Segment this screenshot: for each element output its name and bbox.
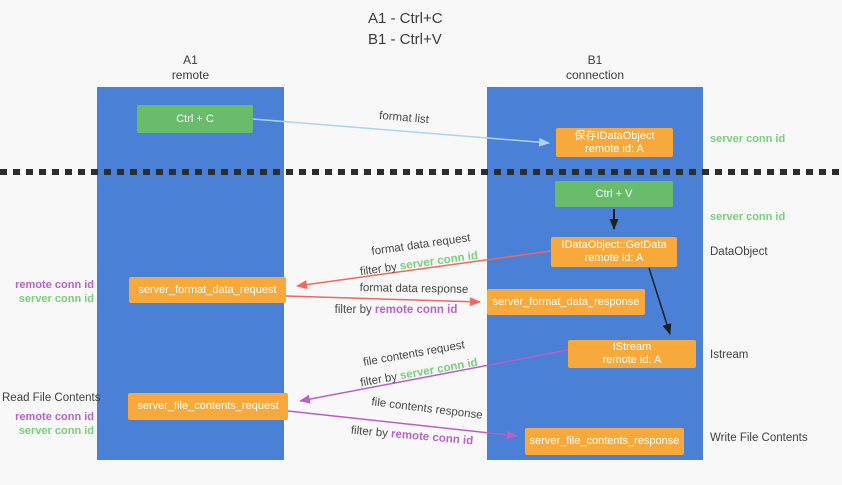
label-file-contents-response: file contents response — [370, 396, 484, 422]
phase-divider-dotted-line — [0, 169, 842, 175]
filter-key-remote-conn-id: remote conn id — [374, 304, 458, 316]
server-file-contents-request-step: server_file_contents_request — [128, 393, 288, 420]
title-line-2: B1 - Ctrl+V — [368, 31, 442, 48]
left-label-remote-conn-id-2: remote conn id — [15, 411, 94, 423]
server-format-data-response-label: server_format_data_response — [492, 295, 640, 308]
filter-prefix: filter by — [359, 260, 401, 279]
filter-prefix: filter by — [359, 370, 402, 390]
server-format-data-request-step: server_format_data_request — [129, 277, 286, 303]
server-file-contents-request-label: server_file_contents_request — [137, 400, 279, 412]
column-a-name: A1 — [183, 53, 198, 67]
server-format-data-request-label: server_format_data_request — [138, 283, 277, 296]
right-label-server-conn-id-top: server conn id — [710, 133, 786, 145]
column-b-header: B1 connection — [487, 53, 703, 83]
label-format-list: format list — [378, 109, 430, 127]
ctrl-v-label: Ctrl + V — [595, 187, 633, 200]
column-a-subtitle: remote — [171, 68, 210, 82]
arrow-format-data-response — [285, 295, 481, 307]
right-label-write-file-contents: Write File Contents — [710, 432, 808, 444]
left-label-read-file-contents: Read File Contents — [2, 392, 101, 404]
idataobject-getdata-line2: remote id: A — [584, 252, 644, 264]
save-idataobject-line2: remote id: A — [585, 142, 644, 155]
label-file-contents-response-filter: filter by remote conn id — [350, 425, 473, 448]
right-label-dataobject: DataObject — [710, 246, 768, 258]
istream-line1: IStream — [612, 341, 652, 353]
save-idataobject-step: 保存IDataObject remote id: A — [556, 128, 673, 157]
diagram-title: A1 - Ctrl+C B1 - Ctrl+V — [368, 8, 443, 50]
left-label-server-conn-id-2: server conn id — [18, 425, 94, 437]
label-format-data-response: format data response — [359, 282, 469, 296]
column-a-header: A1 remote — [97, 53, 284, 83]
filter-prefix: filter by — [334, 304, 375, 316]
title-line-1: A1 - Ctrl+C — [368, 10, 443, 27]
right-label-server-conn-id-mid: server conn id — [710, 211, 786, 223]
column-b-name: B1 — [587, 53, 603, 67]
filter-key-remote-conn-id: remote conn id — [390, 428, 474, 448]
istream-step: IStream remote id: A — [568, 340, 696, 368]
filter-key-server-conn-id: server conn id — [399, 249, 479, 273]
server-format-data-response-step: server_format_data_response — [487, 289, 645, 315]
idataobject-getdata-step: IDataObject::GetData remote id: A — [551, 237, 677, 267]
ctrl-c-step: Ctrl + C — [137, 105, 253, 133]
server-file-contents-response-label: server_file_contents_response — [529, 435, 680, 447]
ctrl-v-step: Ctrl + V — [555, 181, 673, 207]
istream-line2: remote id: A — [602, 354, 662, 366]
left-label-remote-conn-id-1: remote conn id — [15, 279, 94, 291]
label-format-data-response-filter: filter by remote conn id — [335, 304, 458, 316]
filter-prefix: filter by — [350, 424, 392, 441]
left-label-server-conn-id-1: server conn id — [18, 293, 94, 305]
save-idataobject-line1: 保存IDataObject — [574, 129, 655, 142]
column-b-subtitle: connection — [565, 68, 625, 82]
right-label-istream: Istream — [710, 349, 749, 361]
server-file-contents-response-step: server_file_contents_response — [525, 428, 684, 455]
idataobject-getdata-line1: IDataObject::GetData — [561, 239, 667, 251]
ctrl-c-label: Ctrl + C — [176, 112, 214, 125]
